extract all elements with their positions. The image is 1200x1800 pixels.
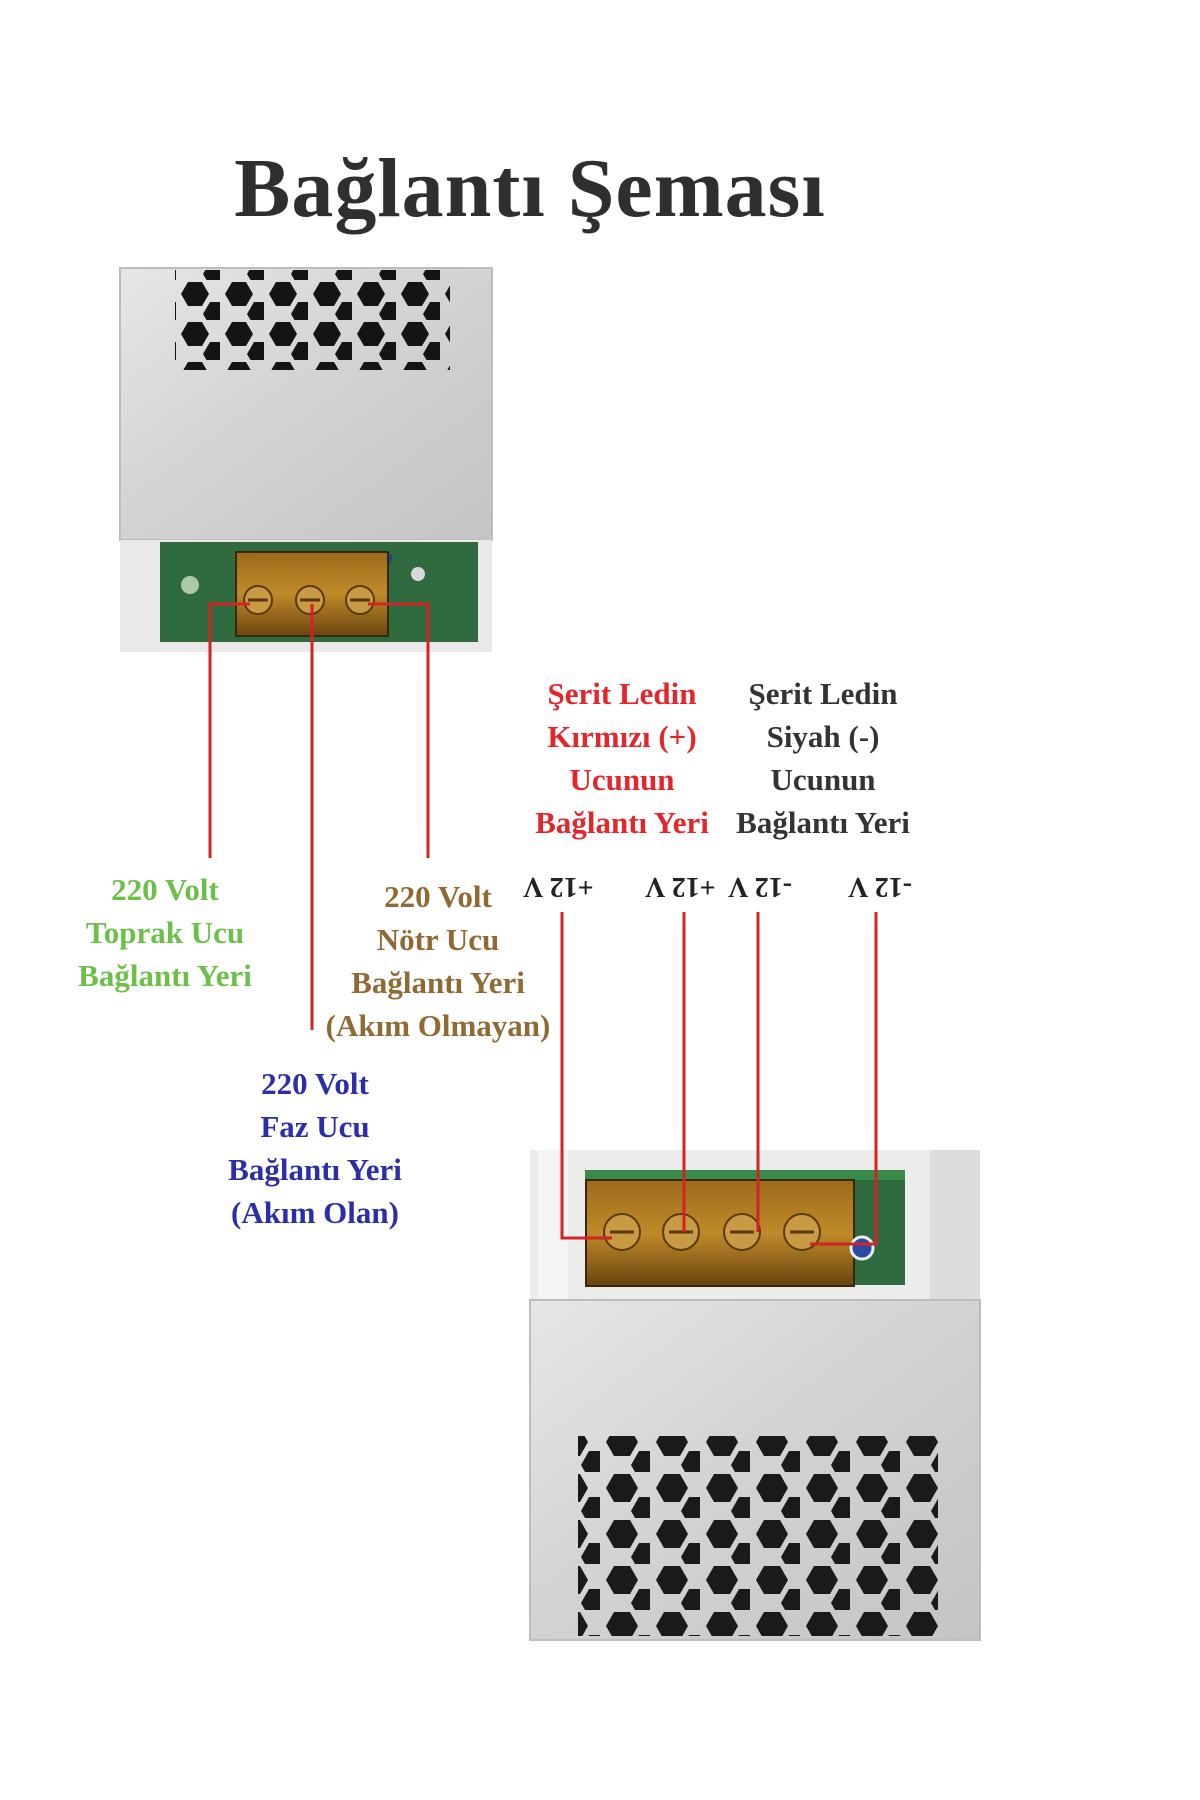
screw-hole-icon xyxy=(411,567,425,581)
phase-label-line: Faz Ucu xyxy=(260,1109,370,1144)
vent-holes-bottom xyxy=(578,1436,938,1636)
positive-label-line: Şerit Ledin xyxy=(547,676,697,711)
neutral-wire xyxy=(368,602,430,858)
terminal-label-positive-1: +12 V xyxy=(523,871,594,902)
neutral-label-line: (Akım Olmayan) xyxy=(325,1008,551,1043)
negative-label: Şerit Ledin Siyah (-) Ucunun Bağlantı Ye… xyxy=(728,672,918,844)
negative-label-line: Ucunun xyxy=(770,762,876,797)
phase-label-line: 220 Volt xyxy=(261,1066,369,1101)
neutral-label-line: 220 Volt xyxy=(384,879,492,914)
positive-label-line: Ucunun xyxy=(569,762,675,797)
positive-label-line: Bağlantı Yeri xyxy=(535,805,709,840)
output-power-supply xyxy=(529,1150,981,1641)
terminal-label-negative-1: -12 V xyxy=(728,871,793,902)
output-screws xyxy=(603,1213,821,1251)
positive-label: Şerit Ledin Kırmızı (+) Ucunun Bağlantı … xyxy=(522,672,722,844)
ground-symbol-icon xyxy=(181,576,199,594)
phase-label-line: (Akım Olan) xyxy=(231,1195,399,1230)
ground-label: 220 Volt Toprak Ucu Bağlantı Yeri xyxy=(60,868,270,997)
neutral-label-line: Bağlantı Yeri xyxy=(351,965,525,1000)
positive-wire-1 xyxy=(560,912,612,1240)
ground-wire xyxy=(208,602,250,858)
vent-holes-top xyxy=(175,270,450,370)
output-wires xyxy=(560,912,878,1246)
neutral-label-line: Nötr Ucu xyxy=(376,922,500,957)
input-screws xyxy=(243,585,375,615)
voltage-adjust-pot-icon xyxy=(849,1235,875,1261)
negative-wire-2 xyxy=(810,912,878,1246)
negative-label-line: Bağlantı Yeri xyxy=(736,805,910,840)
terminal-label-negative-2: -12 V xyxy=(848,871,913,902)
neutral-label: 220 Volt Nötr Ucu Bağlantı Yeri (Akım Ol… xyxy=(318,875,558,1047)
phase-label: 220 Volt Faz Ucu Bağlantı Yeri (Akım Ola… xyxy=(205,1062,425,1234)
negative-label-line: Şerit Ledin xyxy=(748,676,898,711)
phase-label-line: Bağlantı Yeri xyxy=(228,1152,402,1187)
ground-label-line: 220 Volt xyxy=(111,872,219,907)
ground-label-line: Toprak Ucu xyxy=(85,915,245,950)
negative-label-line: Siyah (-) xyxy=(766,719,880,754)
input-wires xyxy=(208,602,430,1030)
ground-label-line: Bağlantı Yeri xyxy=(78,958,252,993)
terminal-label-positive-2: +12 V xyxy=(645,871,716,902)
input-power-supply xyxy=(119,267,493,652)
page-title: Bağlantı Şeması xyxy=(234,142,826,235)
positive-label-line: Kırmızı (+) xyxy=(547,719,697,754)
